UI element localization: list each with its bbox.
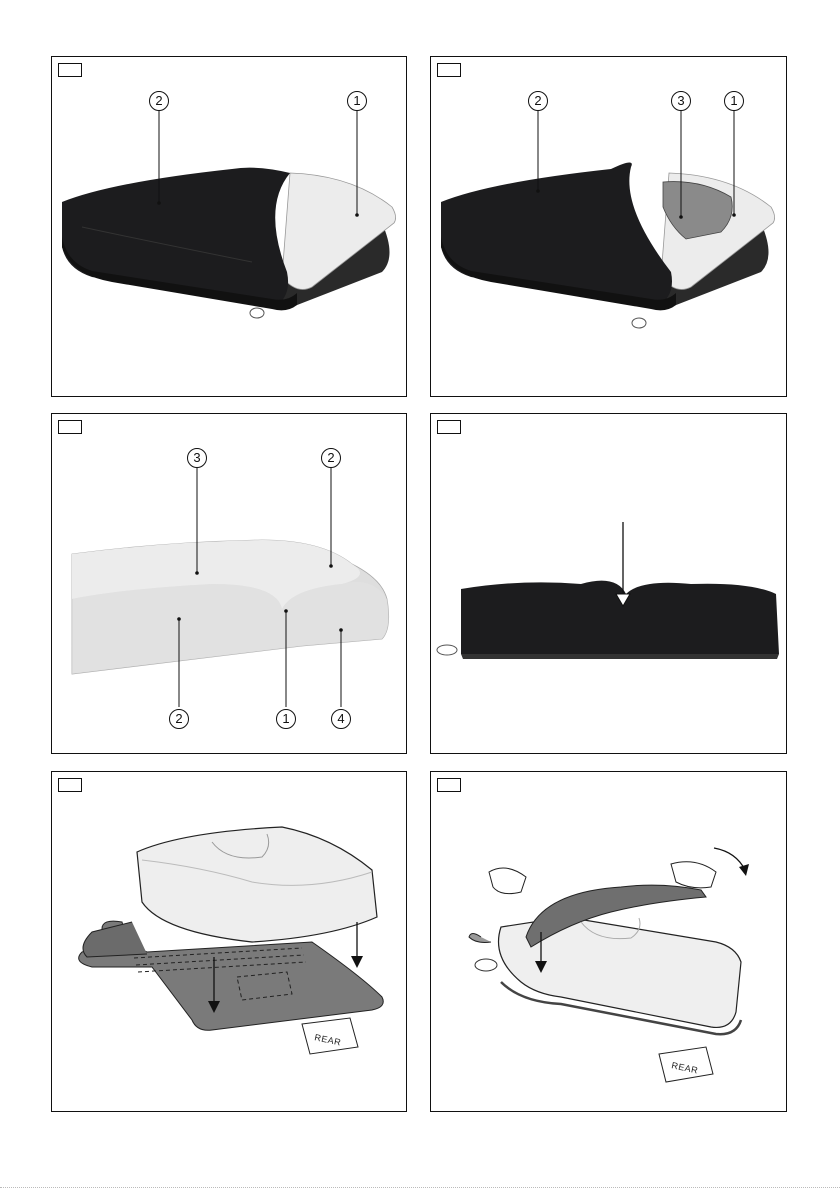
figure-panel-5: REAR <box>51 771 407 1112</box>
callout-2: 2 <box>321 448 341 468</box>
callout-2: 2 <box>149 91 169 111</box>
callout-3: 3 <box>187 448 207 468</box>
pull-cover-over-cushion-illustration: REAR <box>431 772 788 1113</box>
figure-panel-4 <box>430 413 787 754</box>
callout-1: 1 <box>276 709 296 729</box>
callout-3: 3 <box>671 91 691 111</box>
figure-panel-6: REAR <box>430 771 787 1112</box>
callout-1: 1 <box>347 91 367 111</box>
figure-panel-3: 3 2 2 1 4 <box>51 413 407 754</box>
callout-2: 2 <box>528 91 548 111</box>
callout-1: 1 <box>724 91 744 111</box>
page-bottom-rule <box>0 1187 840 1188</box>
figure-panel-1: 2 1 <box>51 56 407 397</box>
callout-2: 2 <box>169 709 189 729</box>
insert-foam-into-base-illustration: REAR <box>52 772 408 1113</box>
callout-4: 4 <box>331 709 351 729</box>
figure-panel-2: 2 3 1 <box>430 56 787 397</box>
foam-cushion-illustration <box>52 414 408 755</box>
covered-cushion-side-view-illustration <box>431 414 788 755</box>
